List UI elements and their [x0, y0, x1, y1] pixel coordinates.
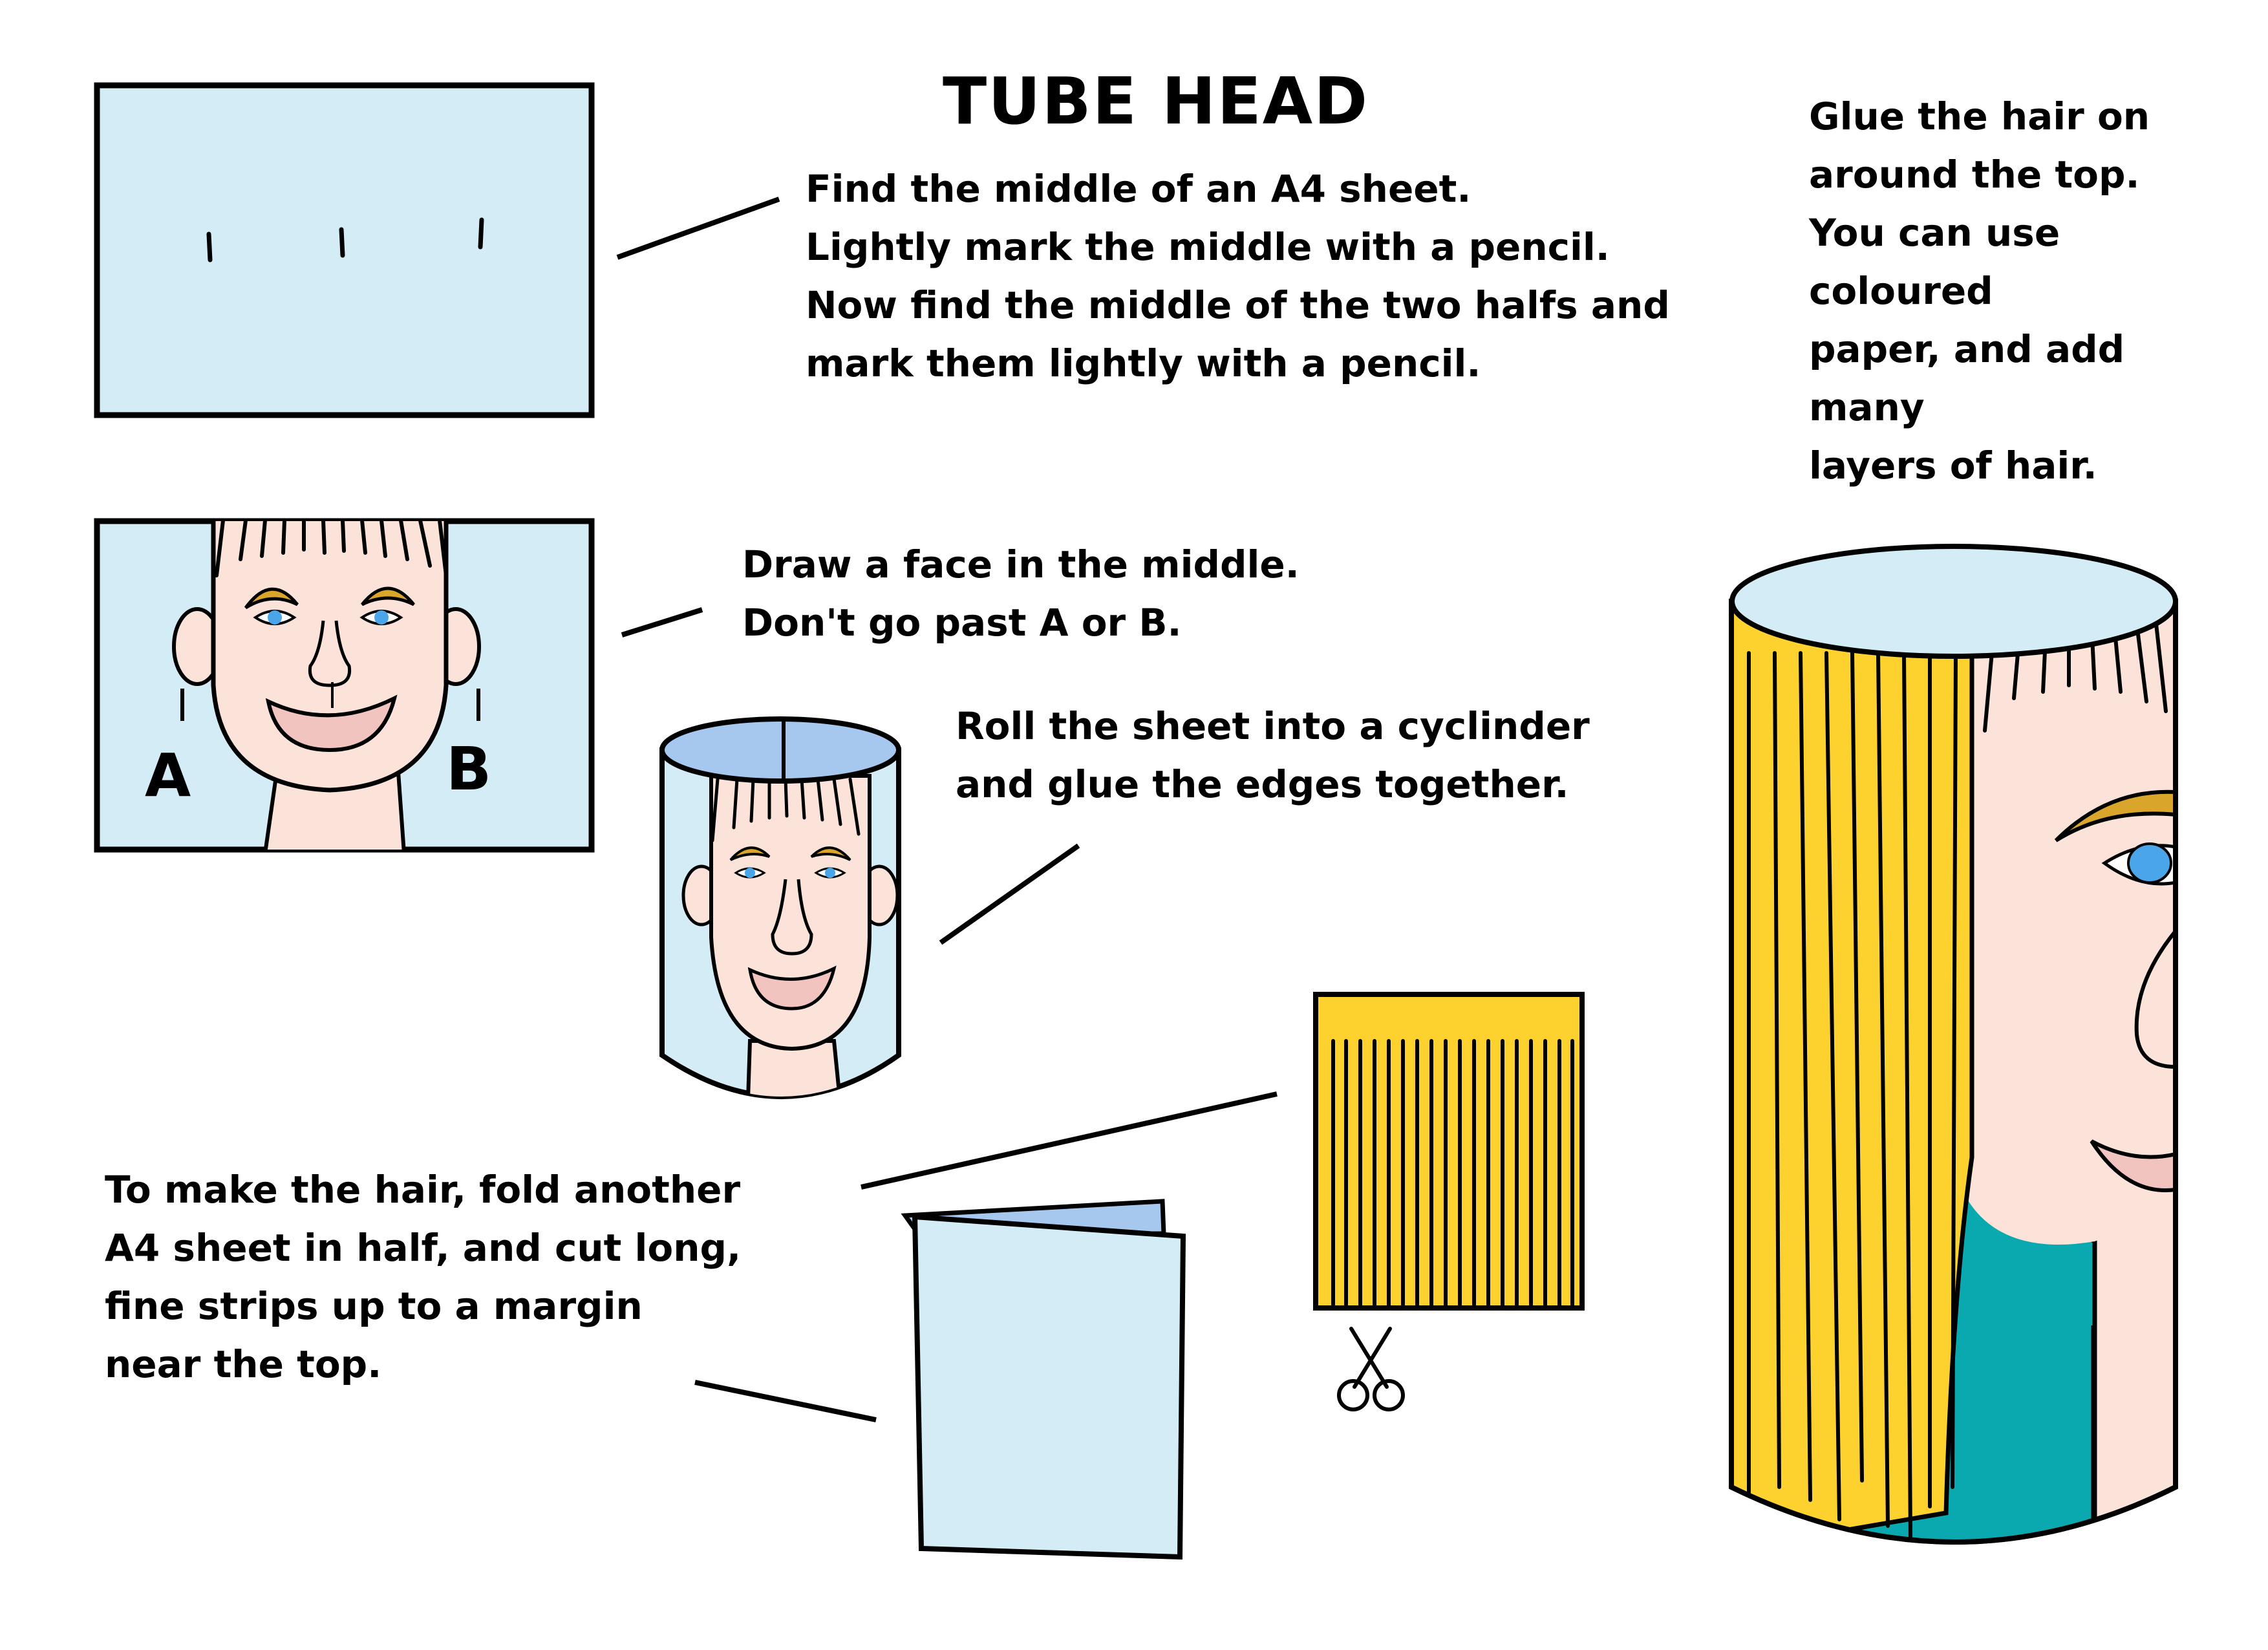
instruction-make-hair: To make the hair, fold another A4 sheet …	[105, 1161, 741, 1393]
pointer-line-4b	[861, 1091, 1278, 1190]
instruction-line: Lightly mark the middle with a pencil.	[806, 225, 1610, 269]
pointer-line-4a	[694, 1380, 877, 1422]
scissors-icon	[1337, 1327, 1405, 1411]
instruction-line: paper, and add	[1809, 327, 2125, 371]
label-a: A	[145, 741, 191, 810]
instruction-roll-sheet: Roll the sheet into a cyclinder and glue…	[956, 697, 1590, 813]
instruction-line: You can use	[1809, 211, 2060, 255]
pointer-line-1	[616, 197, 780, 260]
pointer-line-3	[939, 843, 1080, 945]
cylinder-icon	[659, 716, 901, 1099]
instruction-line: Don't go past A or B.	[742, 601, 1182, 645]
pointer-line-2	[621, 607, 703, 638]
instruction-glue-hair: Glue the hair on around the top. You can…	[1809, 87, 2150, 495]
folded-sheet-icon	[901, 1199, 1186, 1560]
instruction-line: fine strips up to a margin	[105, 1284, 643, 1328]
instruction-line: near the top.	[105, 1342, 382, 1386]
instruction-mark-sheet: Find the middle of an A4 sheet. Lightly …	[806, 160, 1670, 392]
sheet-marked-icon	[94, 82, 595, 418]
instruction-line: around the top.	[1809, 153, 2140, 197]
sheet-face-icon	[94, 518, 595, 853]
instruction-draw-face: Draw a face in the middle. Don't go past…	[742, 535, 1300, 652]
instruction-line: many	[1809, 385, 1925, 429]
instruction-line: Glue the hair on	[1809, 94, 2150, 138]
instruction-line: Now find the middle of the two halfs and	[806, 283, 1670, 327]
instruction-line: and glue the edges together.	[956, 762, 1569, 806]
instruction-line: Find the middle of an A4 sheet.	[806, 167, 1471, 211]
finished-head-icon	[1729, 544, 2178, 1545]
instruction-line: A4 sheet in half, and cut long,	[105, 1226, 742, 1270]
instruction-line: Roll the sheet into a cyclinder	[956, 704, 1590, 748]
instruction-line: To make the hair, fold another	[105, 1168, 741, 1212]
instruction-line: coloured	[1809, 269, 1993, 313]
instruction-line: mark them lightly with a pencil.	[806, 341, 1481, 385]
label-b: B	[446, 734, 492, 804]
instruction-line: Draw a face in the middle.	[742, 542, 1300, 586]
page-title: TUBE HEAD	[943, 63, 1369, 139]
instruction-line: layers of hair.	[1809, 444, 2097, 488]
hair-fringe-icon	[1313, 992, 1585, 1311]
